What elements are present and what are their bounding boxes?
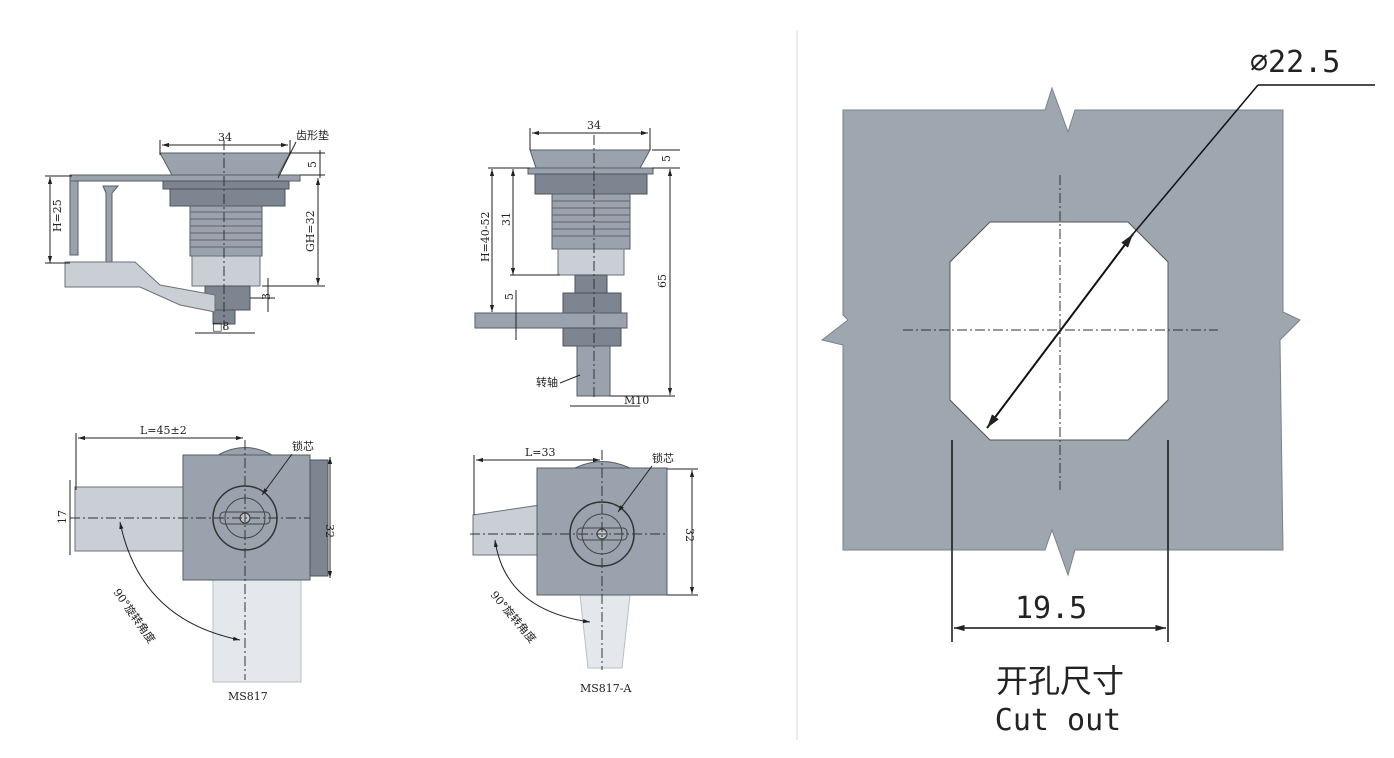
dim-flat: 19.5: [1015, 591, 1087, 626]
model-label: MS817-A: [580, 682, 633, 695]
rotation-label: 90°旋转角度: [488, 588, 540, 646]
front-view-ms817-a: L=33 锁芯 32 90°旋转角度 MS817-A: [470, 446, 698, 695]
dim-height: H=40-52: [479, 211, 492, 262]
dim-width: 34: [218, 131, 232, 144]
dim-total: 65: [656, 274, 669, 288]
dim-length: L=33: [525, 446, 556, 459]
rotation-label: 90°旋转角度: [111, 586, 159, 646]
washer-label: 齿形垫: [296, 128, 329, 142]
side-view-ms817: 34 齿形垫 5 H=25 GH=32 3 □8: [45, 128, 329, 334]
dim-flange: 5: [660, 155, 673, 162]
dim-body: 32: [323, 524, 336, 538]
core-label: 锁芯: [652, 451, 674, 465]
dim-height: H=25: [51, 199, 64, 232]
dim-step: 3: [260, 293, 273, 300]
front-view-ms817: L=45±2 锁芯 17 32 90°旋转角度 MS817: [56, 424, 336, 703]
cutout-title-cn: 开孔尺寸: [996, 662, 1124, 700]
dim-flange: 5: [306, 161, 319, 168]
dim-diameter: ∅22.5: [1250, 45, 1340, 80]
cutout-diagram: ∅22.5 19.5 开孔尺寸 Cut out: [820, 45, 1375, 738]
cutout-title-en: Cut out: [995, 703, 1121, 738]
dim-body: 32: [683, 528, 696, 542]
core-label: 锁芯: [292, 439, 314, 453]
side-view-ms817-a: 34 5 H=40-52 31 65 5 转轴 M10: [474, 119, 680, 407]
dim-cam-width: 17: [56, 510, 69, 524]
dim-grip: GH=32: [304, 210, 317, 252]
model-label: MS817: [228, 690, 268, 703]
dim-thread: M10: [624, 394, 649, 407]
dim-cam: 5: [503, 293, 516, 300]
dim-square: □8: [212, 320, 229, 333]
dim-length: L=45±2: [140, 424, 187, 437]
dim-width: 34: [587, 119, 601, 132]
dim-body: 31: [500, 212, 513, 226]
shaft-label: 转轴: [536, 375, 558, 389]
